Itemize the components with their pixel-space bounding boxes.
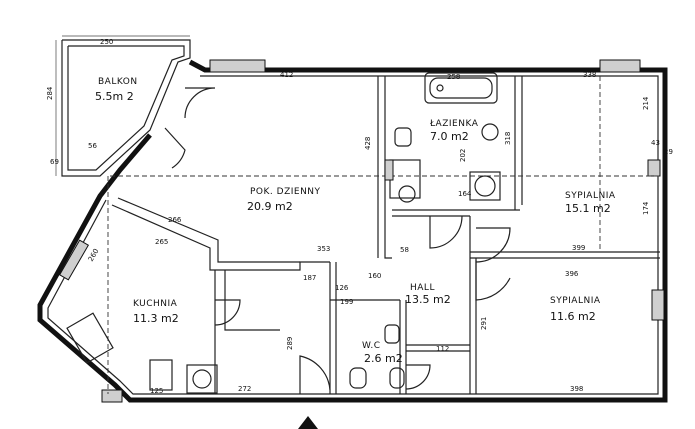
room-area-hall: 13.5 m2 bbox=[405, 293, 451, 306]
doors bbox=[164, 87, 511, 394]
room-name-lazienka: ŁAZIENKA bbox=[429, 119, 479, 129]
room-area-balkon: 5.5m 2 bbox=[95, 90, 134, 103]
dim-398: 398 bbox=[570, 385, 583, 393]
dim-428: 428 bbox=[364, 137, 372, 150]
dim-266: 266 bbox=[168, 216, 182, 224]
dim-58: 58 bbox=[400, 246, 409, 254]
reference-lines bbox=[107, 76, 660, 394]
room-name-pokoj: POK. DZIENNY bbox=[250, 187, 321, 197]
dim-214: 214 bbox=[642, 96, 650, 110]
room-name-sypialnia-2: SYPIALNIA bbox=[550, 296, 601, 306]
room-labels: BALKON 5.5m 2 ŁAZIENKA 7.0 m2 POK. DZIEN… bbox=[95, 77, 616, 365]
dim-291: 291 bbox=[480, 317, 488, 330]
dim-160: 160 bbox=[368, 272, 381, 280]
dim-29: 29 bbox=[664, 148, 673, 156]
dim-199: 199 bbox=[340, 298, 353, 306]
dim-353: 353 bbox=[317, 245, 330, 253]
room-name-sypialnia-1: SYPIALNIA bbox=[565, 191, 616, 201]
dim-56: 56 bbox=[88, 142, 97, 150]
dim-284: 284 bbox=[46, 86, 54, 100]
room-area-sypialnia-2: 11.6 m2 bbox=[550, 310, 596, 323]
dim-164: 164 bbox=[458, 190, 472, 198]
room-name-kuchnia: KUCHNIA bbox=[133, 299, 178, 309]
entrance-marker bbox=[298, 416, 318, 429]
room-name-hall: HALL bbox=[410, 283, 435, 293]
room-name-balkon: BALKON bbox=[98, 77, 138, 87]
room-area-kuchnia: 11.3 m2 bbox=[133, 312, 179, 325]
room-area-pokoj: 20.9 m2 bbox=[247, 200, 293, 213]
dim-399: 399 bbox=[572, 244, 585, 252]
dim-265: 265 bbox=[155, 238, 168, 246]
dim-289: 289 bbox=[286, 337, 294, 350]
dim-260: 260 bbox=[87, 247, 101, 263]
dim-258: 258 bbox=[447, 73, 460, 81]
dim-125: 125 bbox=[150, 387, 163, 395]
dim-412: 412 bbox=[280, 71, 293, 79]
dim-126: 126 bbox=[335, 284, 349, 292]
dim-272: 272 bbox=[238, 385, 251, 393]
interior-walls bbox=[111, 76, 660, 394]
fixtures bbox=[66, 72, 501, 394]
dim-202: 202 bbox=[459, 149, 467, 162]
dim-187: 187 bbox=[303, 274, 316, 282]
dimension-labels: 250 284 69 56 412 258 338 214 428 318 20… bbox=[46, 38, 673, 395]
outer-walls bbox=[37, 59, 668, 403]
room-area-lazienka: 7.0 m2 bbox=[430, 130, 469, 143]
dim-69: 69 bbox=[50, 158, 59, 166]
dim-174: 174 bbox=[642, 201, 650, 215]
dim-338: 338 bbox=[583, 71, 596, 79]
dim-43: 43 bbox=[651, 139, 660, 147]
dim-318: 318 bbox=[504, 132, 512, 145]
dim-112: 112 bbox=[436, 345, 449, 353]
room-name-wc: W.C bbox=[362, 341, 381, 351]
dim-396: 396 bbox=[565, 270, 579, 278]
balcony bbox=[55, 35, 191, 177]
dim-250: 250 bbox=[100, 38, 113, 46]
room-area-wc: 2.6 m2 bbox=[364, 352, 403, 365]
room-area-sypialnia-1: 15.1 m2 bbox=[565, 202, 611, 215]
